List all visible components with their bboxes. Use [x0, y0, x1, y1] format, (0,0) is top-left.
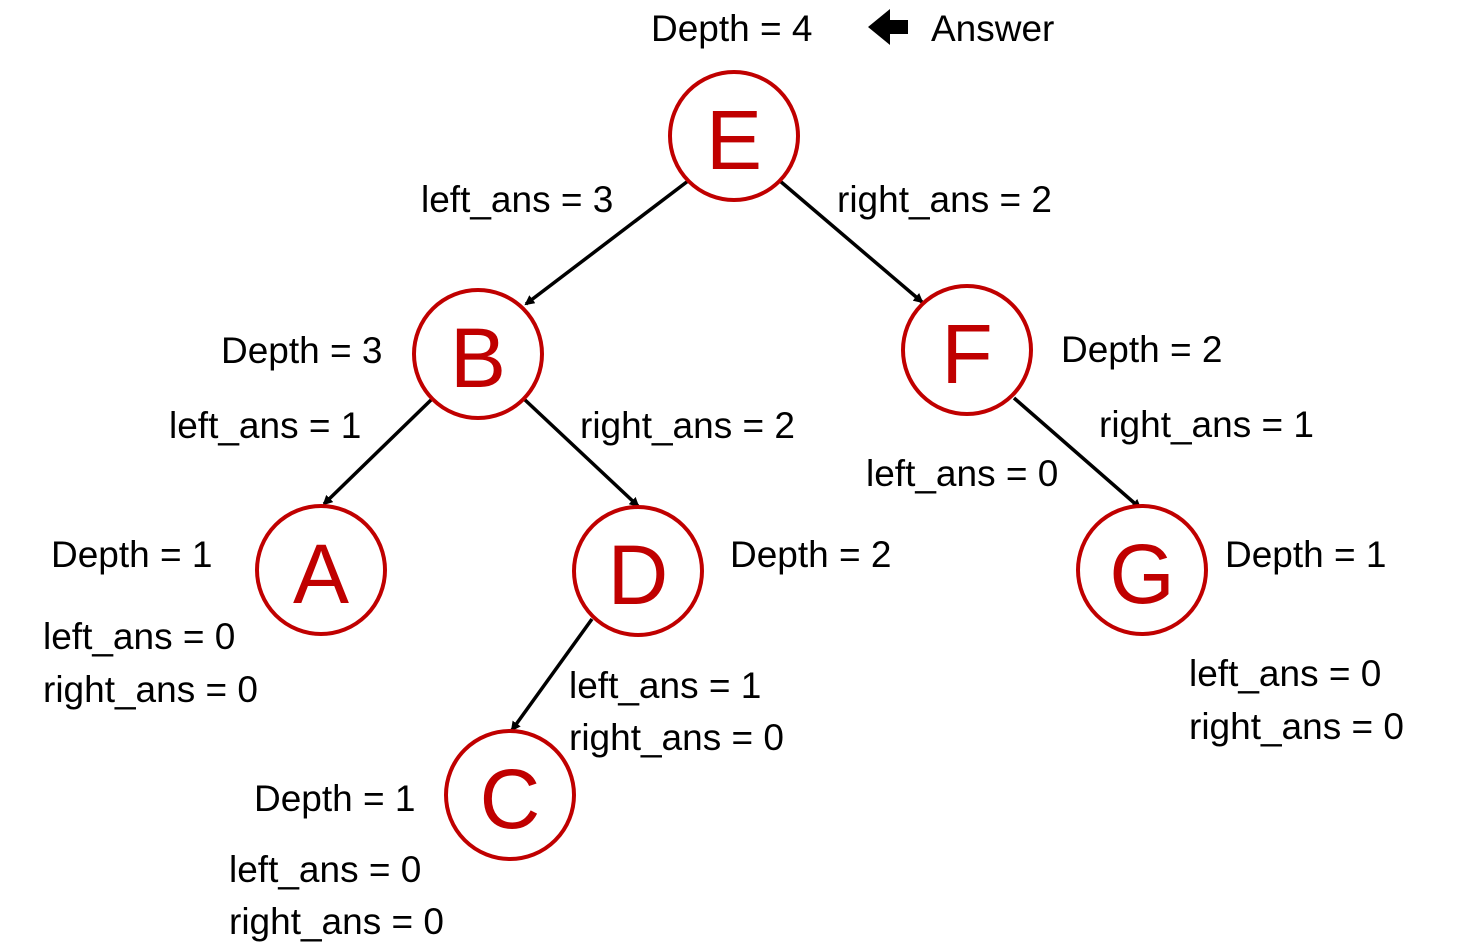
edge-e-b-label: left_ans = 3 — [421, 179, 613, 220]
edge-b-a — [322, 397, 434, 506]
node-g-left-label: left_ans = 0 — [1189, 653, 1381, 694]
edge-b-d-label: right_ans = 2 — [580, 405, 795, 446]
node-d: D — [572, 505, 704, 637]
node-g-right-label: right_ans = 0 — [1189, 706, 1404, 747]
node-d-depth: Depth = 2 — [730, 534, 891, 575]
edge-e-f-label: right_ans = 2 — [837, 179, 1052, 220]
edge-d-c — [510, 617, 594, 732]
root-depth-label: Depth = 4 — [651, 8, 812, 49]
edge-f-g-label: right_ans = 1 — [1099, 404, 1314, 445]
edge-e-b — [524, 179, 690, 306]
node-b: B — [412, 288, 544, 420]
node-f-letter: F — [941, 307, 992, 401]
node-d-right-label: right_ans = 0 — [569, 717, 784, 758]
edge-f-g — [1012, 396, 1142, 510]
node-d-left-label: left_ans = 1 — [569, 665, 761, 706]
node-g-depth: Depth = 1 — [1225, 534, 1386, 575]
node-f: F — [901, 284, 1033, 416]
node-a-depth: Depth = 1 — [51, 534, 212, 575]
node-f-depth: Depth = 2 — [1061, 329, 1222, 370]
node-c-letter: C — [480, 752, 541, 846]
node-e: E — [668, 70, 800, 202]
node-g: G — [1076, 504, 1208, 636]
node-d-letter: D — [608, 528, 669, 622]
left-arrow-icon — [868, 9, 908, 45]
node-b-letter: B — [450, 311, 506, 405]
edge-b-d — [522, 397, 640, 508]
node-a-right-label: right_ans = 0 — [43, 669, 258, 710]
edge-b-a-label: left_ans = 1 — [169, 405, 361, 446]
node-c: C — [444, 729, 576, 861]
node-a-left-label: left_ans = 0 — [43, 616, 235, 657]
node-e-letter: E — [706, 93, 762, 187]
edge-e-f — [778, 179, 924, 304]
node-c-left-label: left_ans = 0 — [229, 849, 421, 890]
node-a-letter: A — [293, 527, 349, 621]
node-c-depth: Depth = 1 — [254, 778, 415, 819]
node-b-depth: Depth = 3 — [221, 330, 382, 371]
node-a: A — [255, 504, 387, 636]
node-c-right-label: right_ans = 0 — [229, 901, 444, 942]
node-g-letter: G — [1109, 527, 1174, 621]
answer-label: Answer — [931, 8, 1054, 49]
node-f-left-label: left_ans = 0 — [866, 453, 1058, 494]
